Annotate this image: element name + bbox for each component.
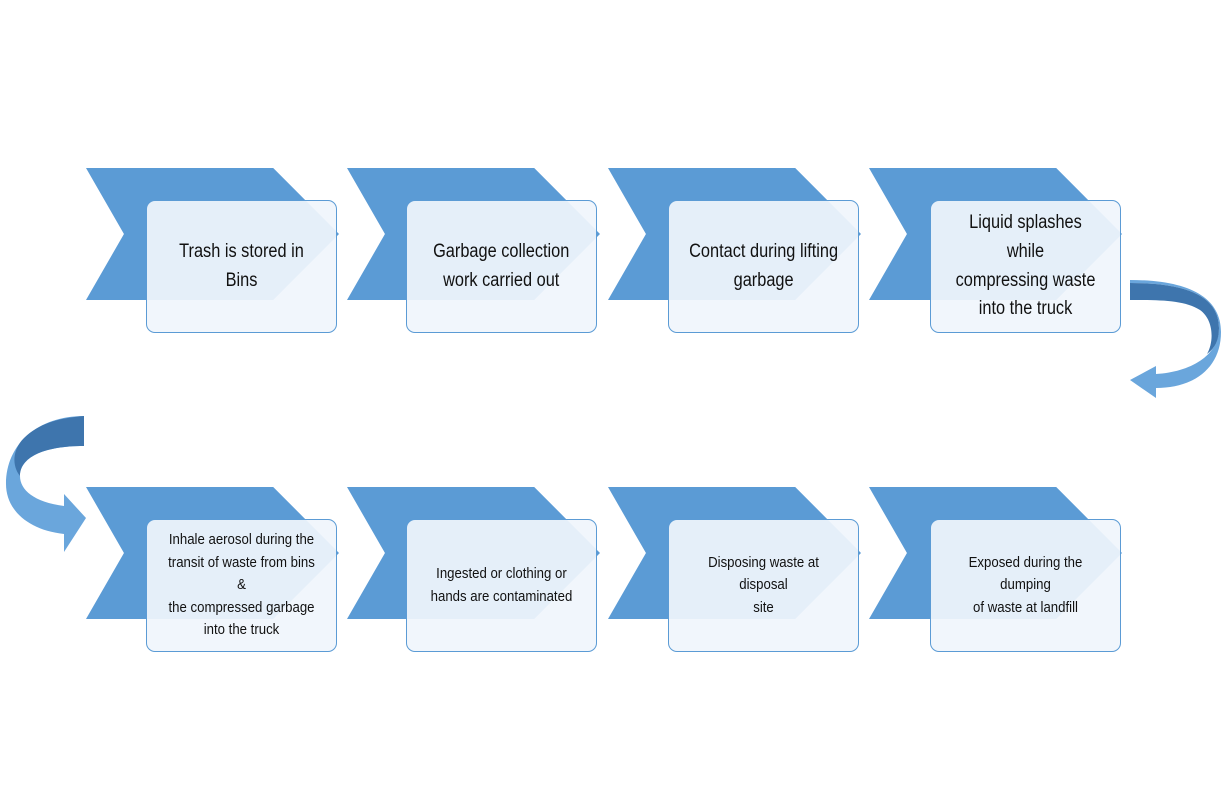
step-8-box: Exposed during the dumping of waste at l…: [930, 519, 1121, 652]
step-5-label: Inhale aerosol during the transit of was…: [168, 531, 315, 639]
step-2-box: Garbage collection work carried out: [406, 200, 597, 333]
curved-arrow-down-left-icon: [1130, 280, 1221, 398]
step-5-box: Inhale aerosol during the transit of was…: [146, 519, 337, 652]
step-1-label: Trash is stored in Bins: [179, 240, 304, 291]
step-1-box: Trash is stored in Bins: [146, 200, 337, 333]
step-3-label: Contact during lifting garbage: [689, 240, 838, 291]
step-2-label: Garbage collection work carried out: [433, 240, 570, 291]
step-7-label: Disposing waste at disposal site: [708, 553, 819, 616]
curved-arrow-down-right-icon: [6, 416, 86, 552]
step-6-box: Ingested or clothing or hands are contam…: [406, 519, 597, 652]
step-6-label: Ingested or clothing or hands are contam…: [430, 565, 573, 605]
step-4-box: Liquid splashes while compressing waste …: [930, 200, 1121, 333]
step-7-box: Disposing waste at disposal site: [668, 519, 859, 652]
step-4-label: Liquid splashes while compressing waste …: [955, 211, 1096, 320]
step-3-box: Contact during lifting garbage: [668, 200, 859, 333]
step-8-label: Exposed during the dumping of waste at l…: [968, 553, 1083, 616]
